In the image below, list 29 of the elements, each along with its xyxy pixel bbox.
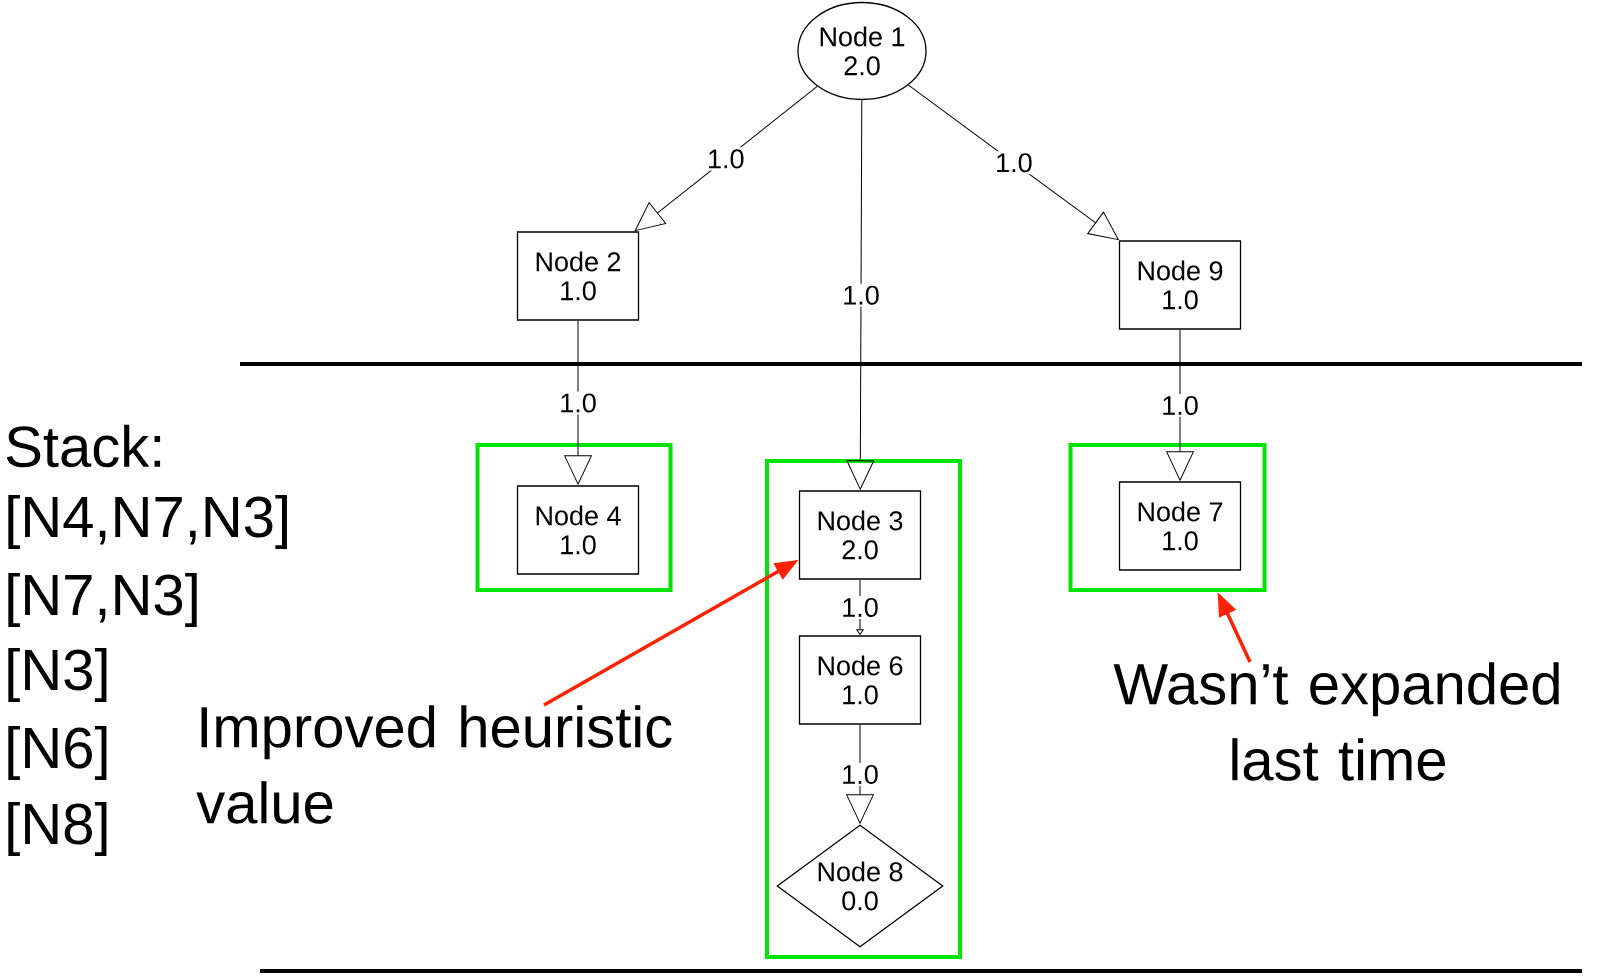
node-box: Node 6 1.0: [798, 635, 922, 725]
stack-state: [N7,N3]: [8, 572, 197, 627]
node-box: Node 2 1.0: [516, 231, 640, 321]
stack-heading: Stack:: [6, 424, 161, 468]
edge-label: 1.0: [839, 762, 881, 787]
arrow: [1166, 329, 1194, 481]
annotation-text: Wasn’t expanded last time: [1113, 662, 1559, 781]
stack-state: [N3]: [8, 647, 107, 702]
edge-label: 1.0: [705, 147, 747, 171]
arrow: [634, 85, 818, 232]
stack-state: [N6]: [8, 725, 107, 780]
highlight-box: [1068, 443, 1267, 592]
annotation-text: Improved heuristic value: [196, 705, 672, 824]
edge-label: 1.0: [557, 391, 599, 415]
arrow: [846, 99, 875, 490]
highlight-box: [475, 443, 673, 592]
stack-state: [N8]: [8, 801, 107, 856]
edge-label: 1.0: [1159, 393, 1201, 418]
edge-label: 1.0: [993, 151, 1035, 175]
node-box: Node 7 1.0: [1118, 481, 1242, 571]
node-box: Node 9 1.0: [1118, 240, 1242, 330]
node-box: Node 3 2.0: [798, 490, 922, 580]
arrow: [907, 84, 1119, 241]
edge-label: 1.0: [839, 595, 881, 620]
arrow: [564, 320, 592, 485]
stack-state: [N4,N7,N3]: [8, 494, 287, 549]
highlight-box: [765, 459, 962, 959]
node-box: Node 4 1.0: [516, 485, 640, 575]
edge-label: 1.0: [840, 283, 882, 307]
